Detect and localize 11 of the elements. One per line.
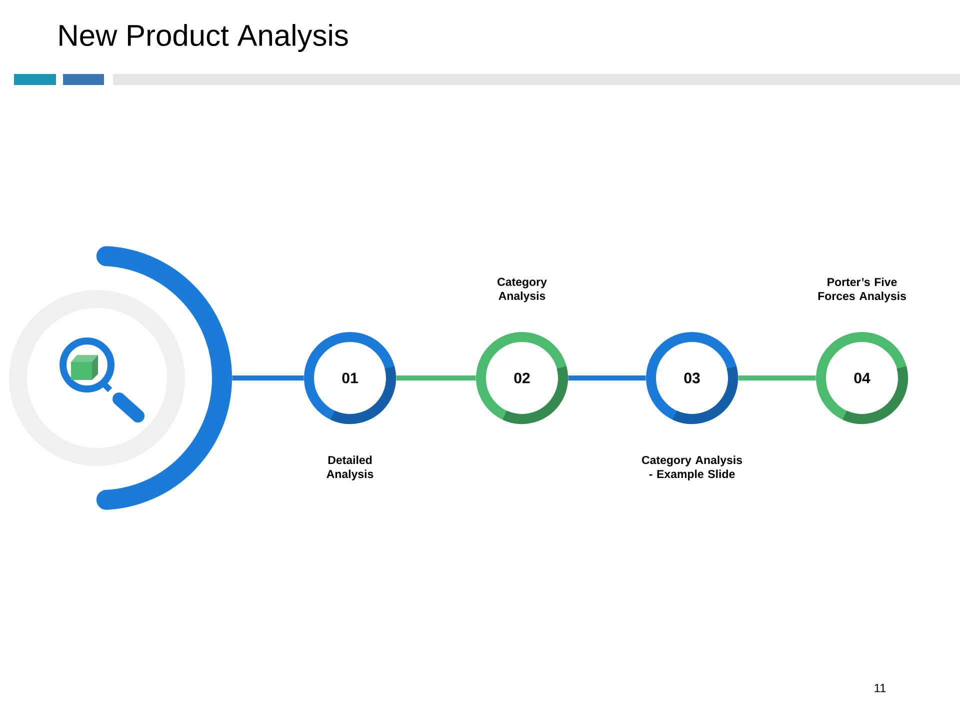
- connector-line: [568, 376, 646, 380]
- step-caption: Category Analysis - Example Slide: [642, 456, 742, 480]
- connector-line: [738, 376, 816, 380]
- step-caption: Category Analysis: [498, 278, 547, 302]
- title: New Product Analysis: [60, 24, 348, 52]
- magnifier-drawing: [9, 246, 232, 510]
- page-number: 11: [874, 684, 886, 692]
- connector-line: [396, 376, 476, 380]
- connector-line: [232, 376, 304, 380]
- step-caption: Porter’s Five Forces Analysis: [818, 278, 906, 302]
- step-caption: Detailed Analysis: [326, 456, 374, 480]
